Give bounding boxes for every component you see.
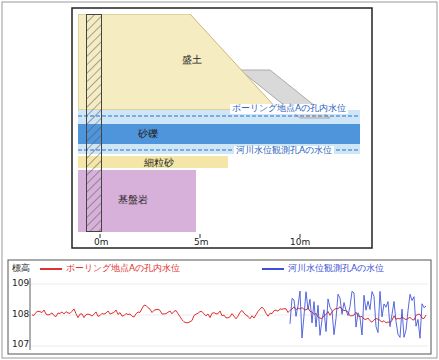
chart-axis — [30, 278, 31, 350]
axis-tick-label: 109 — [12, 279, 29, 289]
layer-name: 基盤岩 — [118, 194, 148, 205]
scale-label: 5m — [194, 238, 209, 248]
axis-title: 標高 — [12, 264, 30, 274]
water-level-label: 河川水位観測孔Aの水位 — [234, 146, 334, 156]
legend-text: ボーリング地点Aの孔内水位 — [66, 264, 180, 274]
layer-name: 砂礫 — [138, 128, 158, 139]
series-line — [290, 291, 426, 338]
layer-name: 細粒砂 — [144, 157, 174, 168]
outer-frame — [2, 2, 437, 358]
water-level-line — [78, 116, 360, 117]
legend-line — [262, 268, 284, 270]
boring-column — [86, 14, 102, 232]
embankment-shape — [78, 14, 278, 110]
scale-label: 0m — [94, 238, 109, 248]
legend-text: 河川水位観測孔Aの水位 — [288, 264, 384, 274]
embankment-layer: 盛土 — [78, 14, 278, 110]
legend-line — [40, 268, 62, 270]
layer-name: 盛土 — [182, 54, 202, 65]
axis-tick-label: 107 — [12, 340, 29, 350]
chart-frame — [8, 260, 431, 354]
section-frame — [72, 8, 372, 248]
chart-grid — [30, 284, 428, 346]
water-level-label: ボーリング地点Aの孔内水位 — [230, 104, 348, 114]
scale-label: 10m — [290, 238, 310, 248]
soil-layer: 砂礫 — [78, 124, 360, 144]
axis-tick-label: 108 — [12, 310, 29, 320]
